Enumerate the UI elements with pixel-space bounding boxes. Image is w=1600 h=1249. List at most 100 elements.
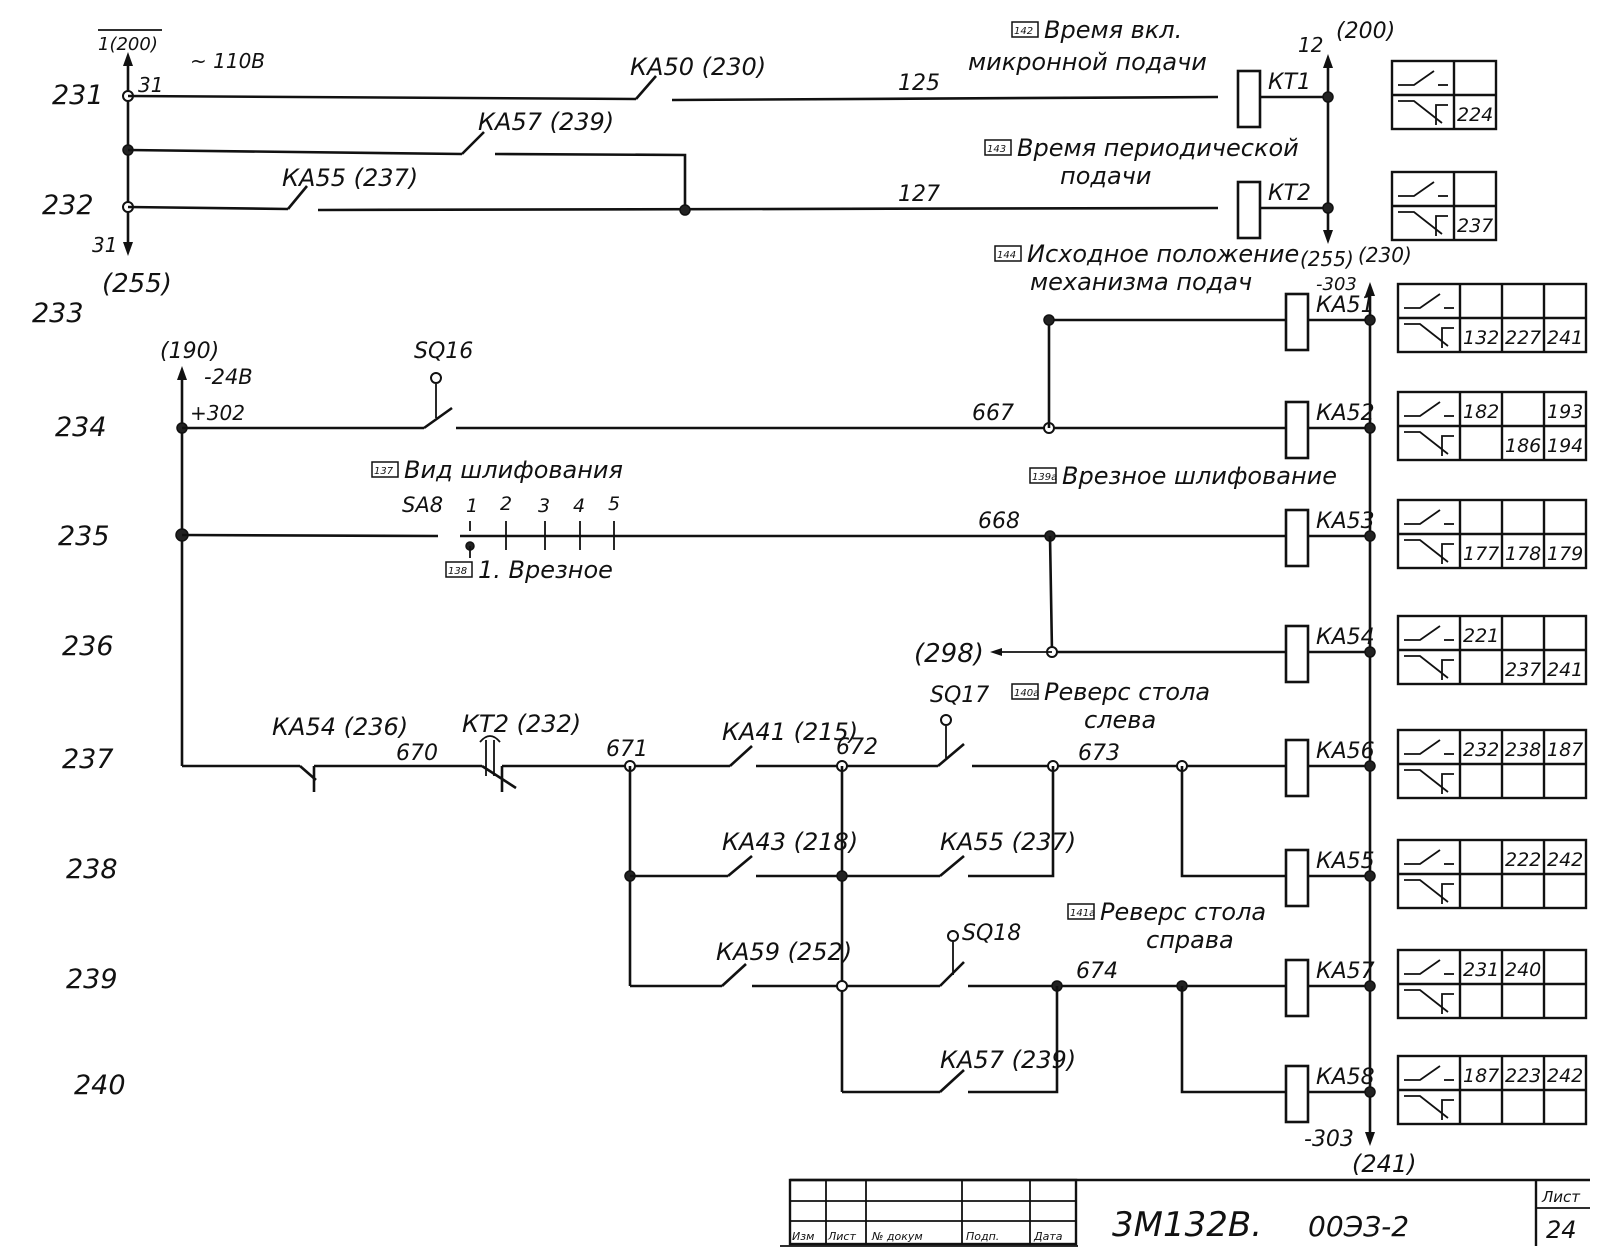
annotation-tag-box [371,461,399,478]
ac-top-ref: 1(200) [98,34,158,55]
contact-table: 237 [1390,170,1498,242]
relay-coil [1284,1064,1310,1124]
timer-arc [479,735,501,743]
annotation-tag-box [984,139,1012,156]
wire-240-coil [1180,986,1286,1094]
nc-contact-icon-stop [1441,773,1454,794]
wire-label-670: 670 [396,741,438,766]
sheet-number: 24 [1546,1216,1577,1244]
annotation-tag: 137 [374,466,394,477]
nc-contact-ref: 237 [1505,659,1541,681]
annotation-tag-box [445,561,473,578]
no-contact-icon [1404,739,1441,755]
contact-ka41-blade [729,745,753,767]
sheet-label: Лист [1541,1188,1581,1206]
arrow-up-icon [123,52,133,66]
right-dc-top-ref: (230) [1358,243,1412,267]
junction [836,980,848,992]
row-number: 233 [32,298,84,329]
sa8-position: 1 [466,495,478,517]
no-contact-ref: 187 [1547,739,1583,761]
nc-contact-ref: 237 [1457,215,1493,237]
sq16-actuator-head [430,372,442,384]
nc-contact-icon [1404,989,1449,1013]
right-ac-ref: (200) [1336,19,1395,44]
junction [1364,870,1376,882]
wire-125 [671,95,1219,102]
no-contact-icon [1398,181,1435,197]
rev-col-header: Лист [827,1230,856,1243]
row-number: 235 [58,521,110,552]
rev-col-header: № докум [871,1230,923,1243]
junction [679,204,691,216]
nc-contact-icon-stop [1435,215,1448,236]
ac-bottom-ref: (255) [102,269,172,299]
right-dc-top-wire: -303 [1316,274,1357,295]
annotation-text: Исходное положение [1027,240,1299,268]
row-number: 231 [52,80,104,111]
relay-coil [1284,738,1310,798]
relay-name: КА53 [1316,509,1375,534]
ac-section: 1(200) 31 ~ 110В 31 (255) КА50 (230) 125… [92,19,1412,299]
dc-voltage: -24В [204,365,253,389]
relay-name: КТ2 [1268,181,1311,206]
nc-contact-ref: 132 [1463,327,1499,349]
wire-240b [968,986,1059,1094]
nc-contact-ref: 227 [1505,327,1541,349]
rev-col-header: Изм [792,1230,814,1243]
switch-sq17-label: SQ17 [930,683,989,708]
ac-bottom-wire: 31 [92,233,117,257]
no-contact-ref: 240 [1505,959,1541,981]
no-contact-icon [1404,293,1441,309]
junction [1322,91,1334,103]
wire-label-667: 667 [972,401,1014,426]
arrow-left-icon [990,648,1002,656]
annotation-tag: 141а [1070,908,1095,919]
junction [1364,1086,1376,1098]
annotation-text-line2: справа [1146,926,1234,954]
relay-coil [1284,292,1310,352]
nc-contact-icon-stop [1441,543,1454,564]
nc-contact-icon [1404,769,1449,793]
nc-contact-icon [1404,1095,1449,1119]
no-contact-ref: 221 [1463,625,1499,647]
contact-table: 224 [1390,59,1498,131]
annotation-text-line2: механизма подач [1030,268,1252,296]
no-contact-icon [1404,509,1441,525]
annotation-tag-box [994,245,1022,262]
arrow-down-icon [1365,1132,1375,1146]
contact-blade [481,764,517,790]
contact-kt2-nc-timed [479,735,517,792]
contact-ka57-top-label: КА57 (239) [478,108,614,136]
sq18-actuator-head [947,930,959,942]
no-contact-icon [1404,959,1441,975]
wire-236 [1048,535,1286,654]
no-contact-icon [1404,849,1441,865]
annotation-text: 1. Врезное [478,556,613,584]
annotation-tag-box [1011,683,1039,700]
annotation-text: Время вкл. [1044,16,1182,44]
junction [836,870,848,882]
annotation-tag: 143 [987,144,1006,155]
ac-voltage: ~ 110В [190,49,265,73]
contact-ka59-label: КА59 (252) [716,938,852,966]
title-block: Изм Лист № докум Подп. Дата 3М132В. 00ЭЗ… [780,1178,1590,1247]
nc-contact-ref: 186 [1505,435,1541,457]
wire-label-673: 673 [1078,741,1120,766]
contact-ka55-blade [939,855,965,877]
no-contact-icon [1404,401,1441,417]
nc-contact-icon-stop [1441,993,1454,1014]
relay-name: КА58 [1316,1065,1375,1090]
relay-name: КА52 [1316,401,1375,426]
contact-ka43-label: КА43 (218) [722,828,858,856]
